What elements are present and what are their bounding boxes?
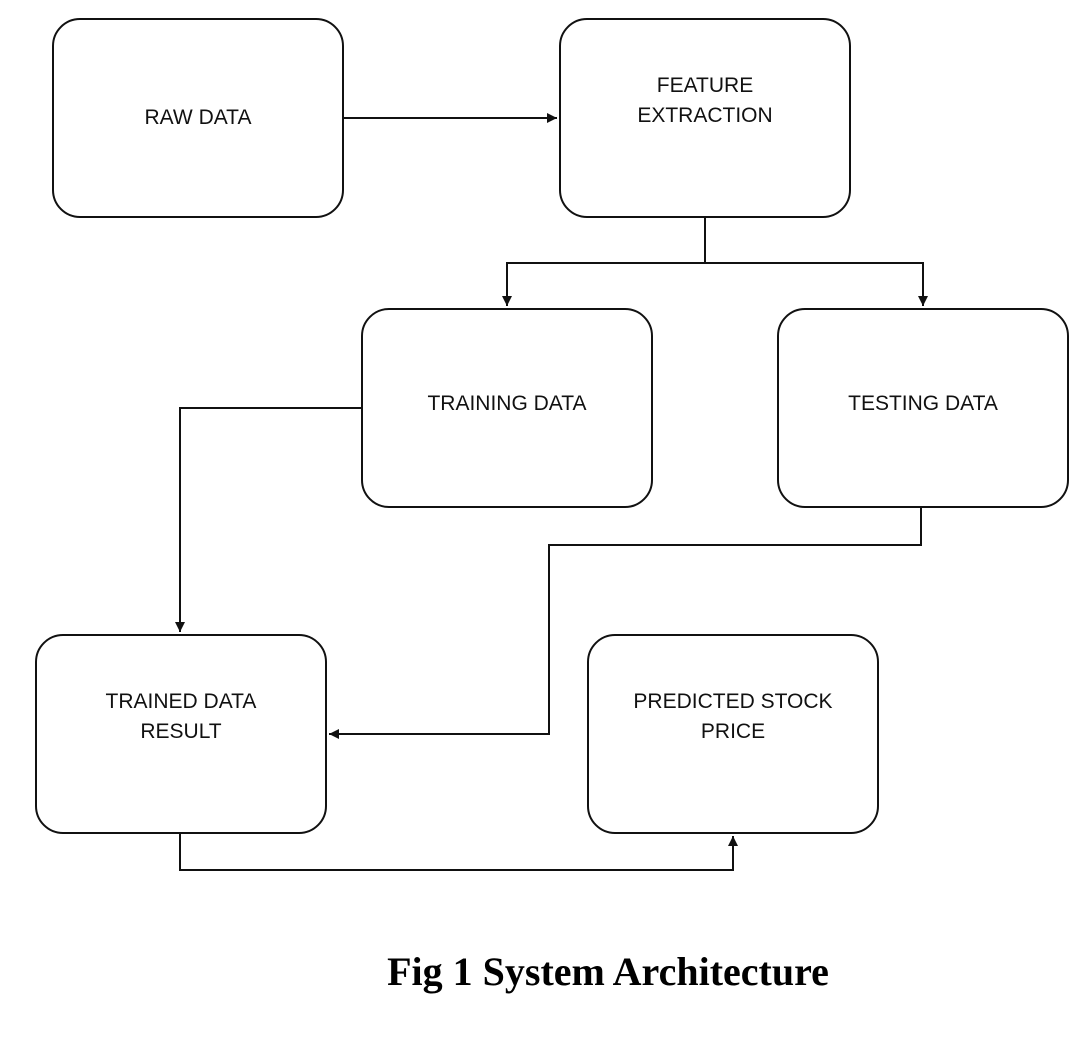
edge-training-to-trained	[175, 407, 361, 632]
node-training-data: TRAINING DATA	[361, 308, 653, 508]
edge-feature-to-training	[502, 262, 705, 306]
edge-feature-to-testing	[705, 262, 928, 306]
edge-trained-to-predicted	[179, 834, 738, 871]
node-feature-extraction: FEATURE EXTRACTION	[559, 18, 851, 218]
figure-caption: Fig 1 System Architecture	[387, 949, 829, 994]
node-predicted-stock-price: PREDICTED STOCK PRICE	[587, 634, 879, 834]
node-trained-data-result: TRAINED DATA RESULT	[35, 634, 327, 834]
edge-testing-to-trained	[329, 508, 922, 739]
node-raw-data: RAW DATA	[52, 18, 344, 218]
node-testing-data: TESTING DATA	[777, 308, 1069, 508]
